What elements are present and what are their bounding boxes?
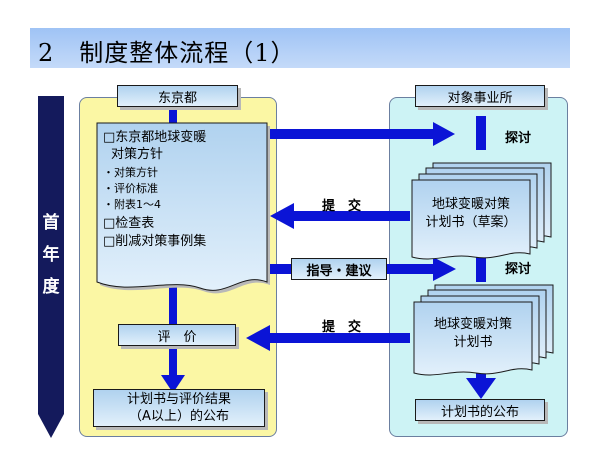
discuss-label-1: 探讨 <box>505 131 532 146</box>
submit-arrowhead-2 <box>246 325 270 351</box>
final-plan-line1: 地球变暖对策 <box>433 317 512 332</box>
title-bar: 2 制度整体流程（1） <box>30 28 570 68</box>
right-flow-arrow-2 <box>476 244 486 282</box>
facility-header-label: 对象事业所 <box>447 90 513 106</box>
facility-header: 对象事业所 <box>415 85 545 107</box>
draft-plan-document: 地球变暖对策 计划书（草案） <box>412 196 530 232</box>
left-flow-arrow-2 <box>169 282 177 324</box>
left-flow-arrow-3 <box>169 347 177 375</box>
checklist-item: □检查表 <box>103 216 155 231</box>
evaluation-label: 评 价 <box>157 329 197 345</box>
right-flow-arrow-1 <box>476 116 486 150</box>
final-plan-line2: 计划书 <box>453 335 493 350</box>
right-flow-arrowhead <box>466 378 496 399</box>
policy-to-facility-arrow <box>265 129 437 139</box>
results-publication-line1: 计划书与评价结果 <box>126 392 231 407</box>
plan-publication-box: 计划书的公布 <box>415 399 545 421</box>
side-char-3: 度 <box>42 277 60 297</box>
submit-arrow-1 <box>292 211 410 221</box>
policy-title-line2: 对策方针 <box>111 147 164 162</box>
submit-arrow-2 <box>268 333 410 343</box>
policy-document: □东京都地球变暖 对策方针 ・对策方针 ・评价标准 ・附表1～4 □检查表 □削… <box>97 126 267 276</box>
policy-title-line1: □东京都地球变暖 <box>103 130 207 145</box>
left-flow-arrowhead <box>161 375 185 393</box>
guidance-label: 指导・建议 <box>306 263 372 279</box>
results-publication-box: 计划书与评价结果 （A以上）的公布 <box>93 389 265 427</box>
side-char-2: 年 <box>42 245 60 265</box>
policy-sub-item-2: ・评价标准 <box>103 182 158 195</box>
guidance-arrowhead <box>433 257 456 281</box>
draft-plan-line1: 地球变暖对策 <box>431 197 510 212</box>
results-publication-line2: （A以上）的公布 <box>129 409 229 424</box>
submit-label-2: 提 交 <box>322 320 362 335</box>
reduction-cases-item: □削减对策事例集 <box>103 234 207 249</box>
submit-arrowhead-1 <box>270 203 294 229</box>
evaluation-box: 评 价 <box>118 324 236 346</box>
tokyo-header-label: 东京都 <box>157 90 197 106</box>
draft-plan-line2: 计划书（草案） <box>425 215 517 230</box>
tokyo-header: 东京都 <box>117 85 238 107</box>
guidance-box: 指导・建议 <box>291 258 387 280</box>
left-flow-arrow-1 <box>169 110 177 126</box>
submit-label-1: 提 交 <box>322 199 362 214</box>
policy-to-facility-arrowhead <box>433 122 455 146</box>
page-title: 2 制度整体流程（1） <box>38 39 296 67</box>
final-plan-document: 地球变暖对策 计划书 <box>414 316 532 352</box>
first-year-arrow <box>38 96 64 438</box>
side-char-1: 首 <box>42 213 60 233</box>
policy-sub-item-3: ・附表1～4 <box>103 198 161 211</box>
plan-publication-label: 计划书的公布 <box>440 404 519 420</box>
discuss-label-2: 探讨 <box>505 262 532 277</box>
policy-sub-item-1: ・对策方针 <box>103 166 158 179</box>
